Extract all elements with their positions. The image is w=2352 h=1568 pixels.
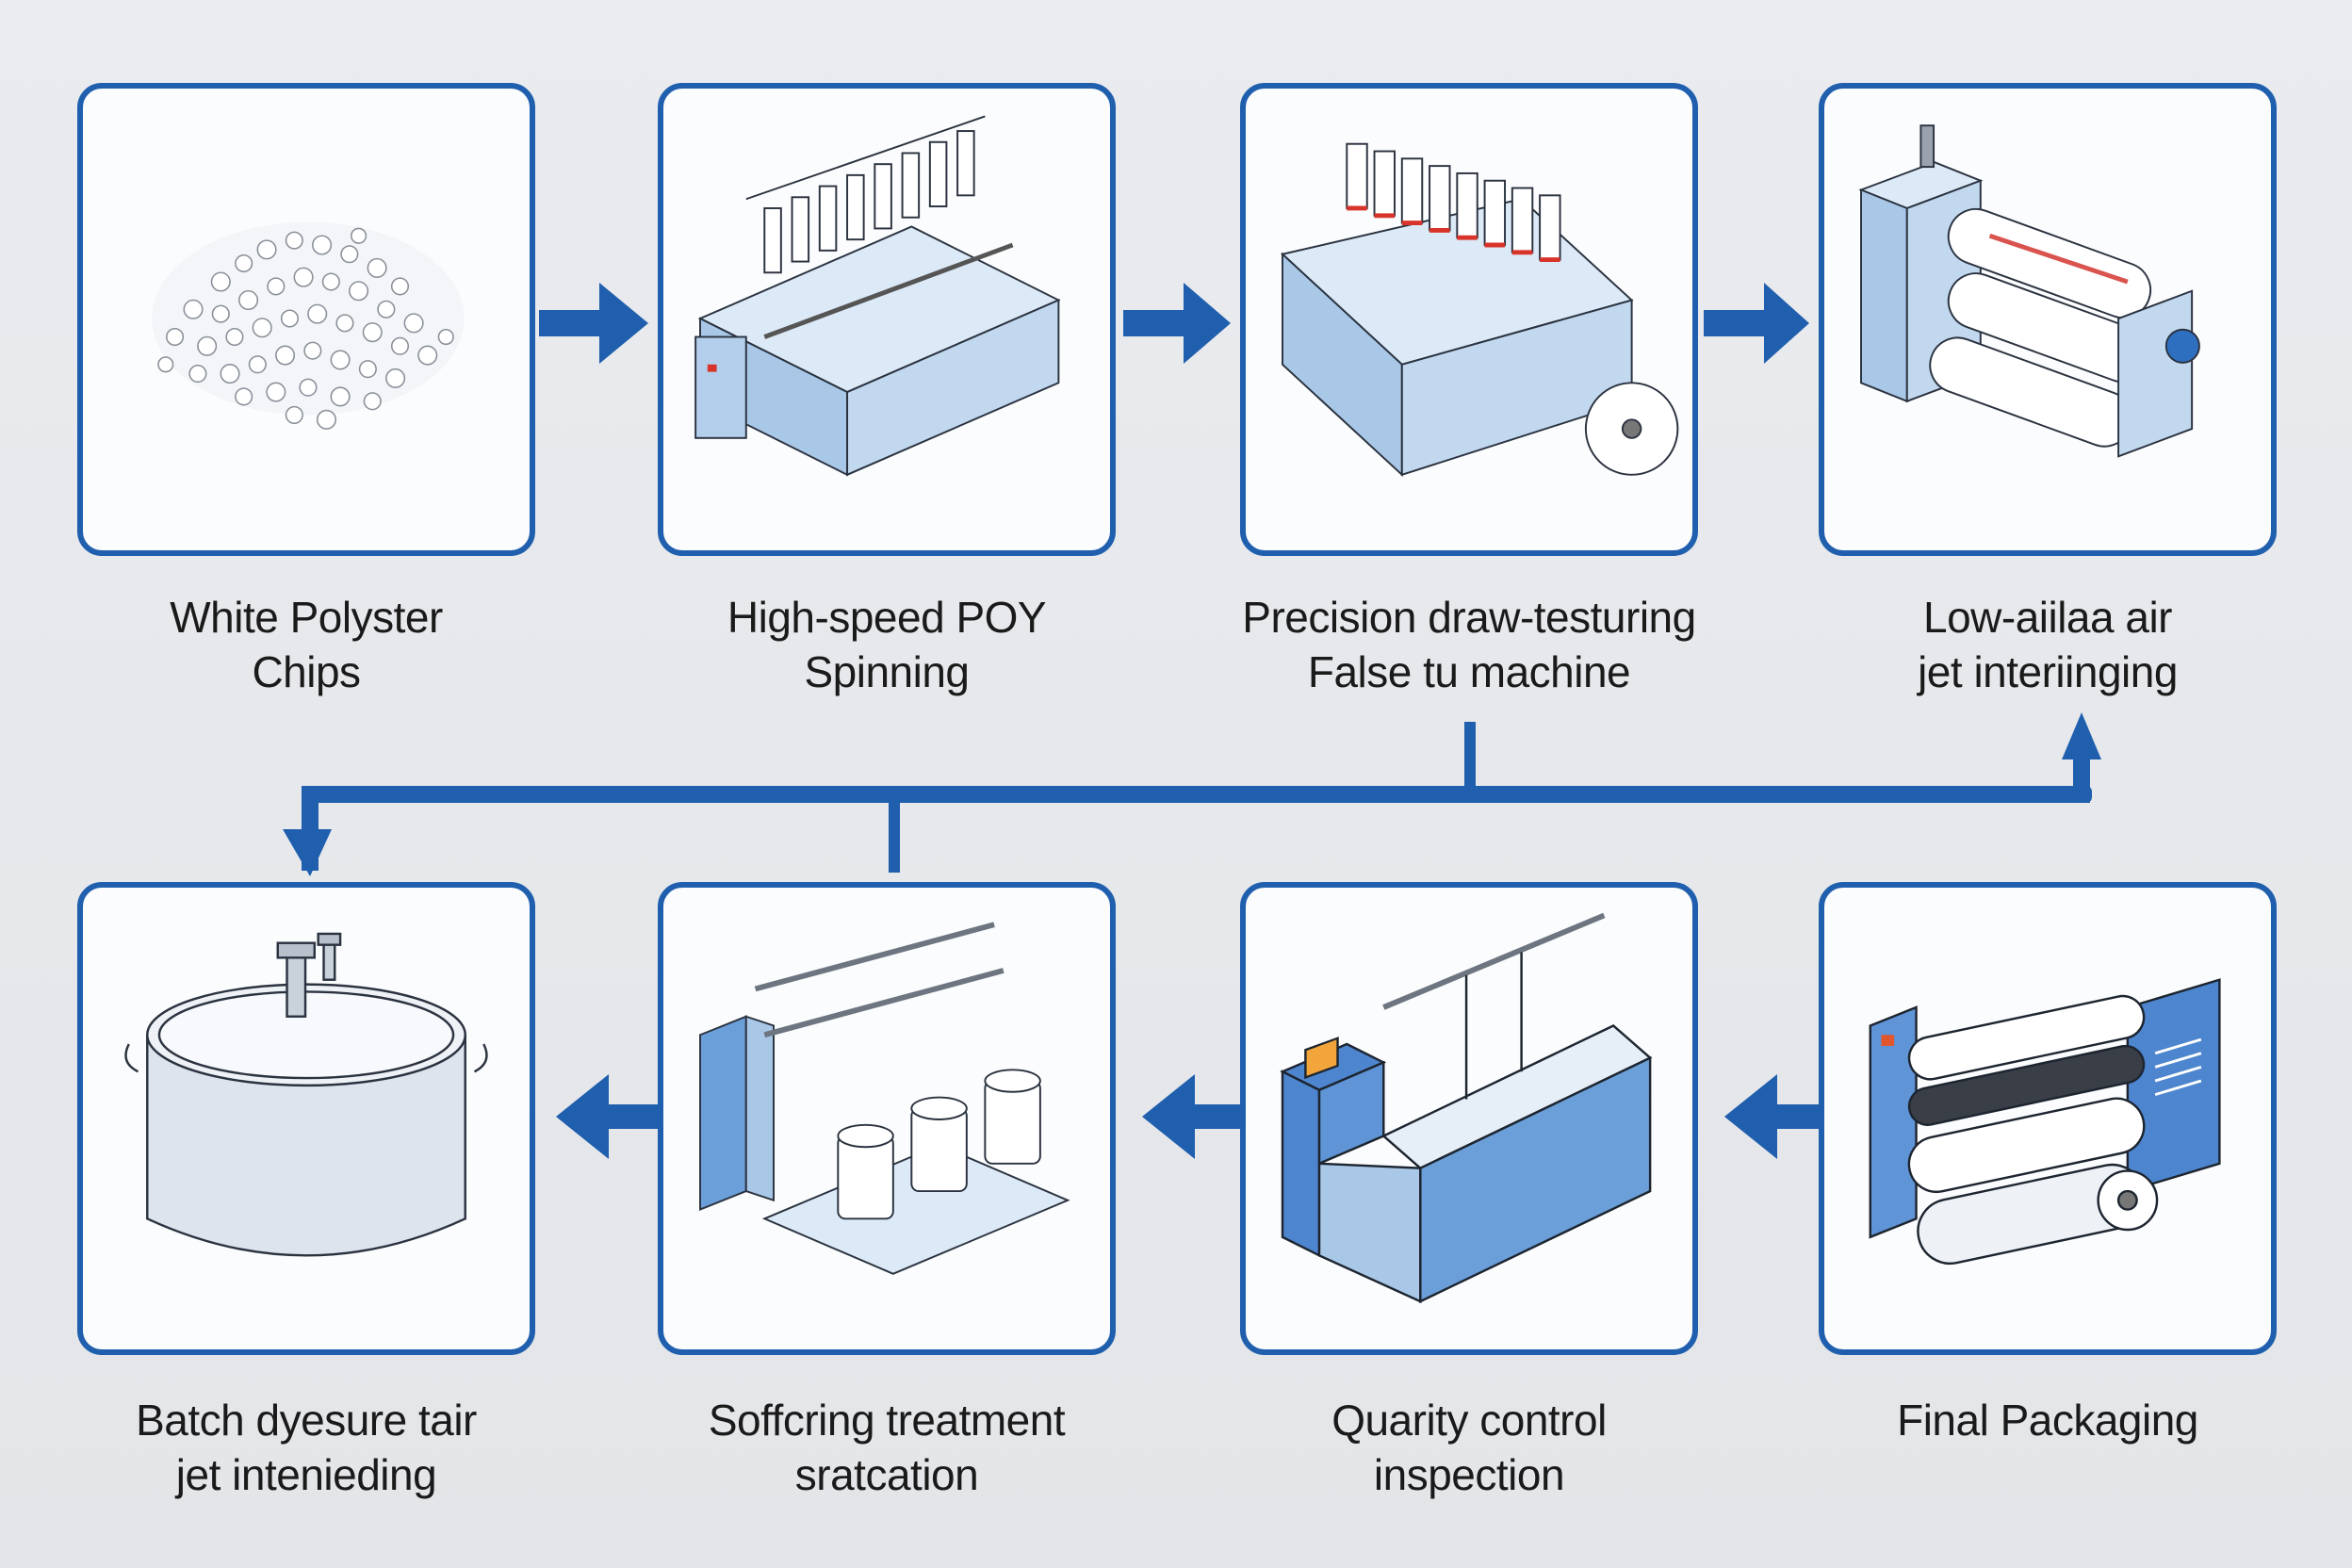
- arrow-right-1-2: [539, 283, 648, 364]
- step-card-quality-inspection: [1240, 882, 1698, 1355]
- arrow-right-3-4: [1704, 283, 1809, 364]
- draw-texturing-machine-icon: [1280, 142, 1679, 478]
- step-card-final-packaging: [1819, 882, 2277, 1355]
- packaging-machine-icon: [1869, 978, 2221, 1266]
- step-label-6: Soffcring treatment sratcation: [708, 1396, 1066, 1499]
- arrow-left-6-5: [556, 1074, 660, 1159]
- step-card-polyester-chips: [77, 83, 535, 556]
- step-label-7: Quarity control inspection: [1331, 1396, 1607, 1499]
- arrow-left-7-6: [1142, 1074, 1246, 1159]
- inspection-machine-icon: [1280, 912, 1653, 1304]
- arrow-left-8-7: [1724, 1074, 1828, 1159]
- softening-machine-icon: [699, 922, 1070, 1275]
- step-label-5: Batch dyesure tair jet intenieding: [136, 1396, 477, 1499]
- bus-line: [283, 712, 2101, 876]
- dyeing-tank-icon: [124, 932, 488, 1257]
- air-jet-interlacing-machine-icon: [1858, 124, 2200, 458]
- step-card-poy-spinning: [658, 83, 1116, 556]
- step-label-3: Precision draw-testuring False tu machin…: [1242, 593, 1696, 696]
- polyester-chips-icon: [152, 221, 465, 430]
- step-card-softening-treatment: [658, 882, 1116, 1355]
- step-card-draw-texturing: [1240, 83, 1698, 556]
- step-label-2: High-speed POY Spinning: [727, 593, 1047, 696]
- step-card-air-jet-interlacing: [1819, 83, 2277, 556]
- step-card-batch-dyeing: [77, 882, 535, 1355]
- spinning-machine-icon: [694, 115, 1061, 477]
- arrow-down-head: [283, 829, 332, 876]
- step-label-1: White Polyster Chips: [170, 593, 443, 696]
- step-label-8: Final Packaging: [1897, 1396, 2198, 1445]
- step-label-4: Low-aiilaa air jet interiinging: [1918, 593, 2178, 696]
- arrow-up-head: [2062, 712, 2101, 760]
- arrow-right-2-3: [1123, 283, 1231, 364]
